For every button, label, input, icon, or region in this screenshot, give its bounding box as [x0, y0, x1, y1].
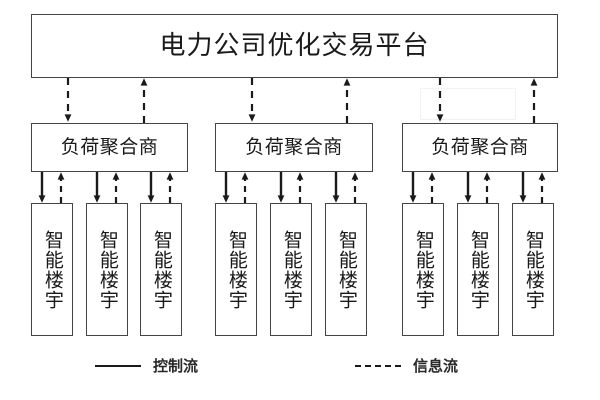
building-node-7-label: 智能楼宇: [412, 229, 435, 310]
aggregator-node-2[interactable]: 负荷聚合商: [215, 123, 373, 172]
aggregator-node-2-label: 负荷聚合商: [245, 136, 343, 158]
building-node-1-label: 智能楼宇: [41, 229, 64, 310]
building-node-4-label: 智能楼宇: [225, 229, 248, 310]
link-aggregator-1-buildings: [38, 172, 174, 203]
link-platform-aggregator-1: [64, 78, 148, 123]
building-node-9[interactable]: 智能楼宇: [512, 203, 554, 336]
link-aggregator-3-buildings: [409, 172, 546, 203]
platform-node[interactable]: 电力公司优化交易平台: [31, 14, 558, 78]
legend-item-control-flow: 控制流: [95, 355, 198, 376]
dashed-line-icon: [355, 364, 401, 367]
aggregator-node-3[interactable]: 负荷聚合商: [402, 123, 558, 172]
legend: 控制流 信息流: [0, 355, 600, 385]
building-node-5[interactable]: 智能楼宇: [270, 203, 312, 336]
legend-item-information-flow-label: 信息流: [413, 357, 459, 375]
building-node-5-label: 智能楼宇: [280, 229, 303, 310]
building-node-6[interactable]: 智能楼宇: [325, 203, 367, 336]
ghost-rectangle-artifact: [420, 88, 516, 120]
building-node-9-label: 智能楼宇: [522, 229, 545, 310]
link-platform-aggregator-2: [248, 78, 351, 123]
building-node-8-label: 智能楼宇: [467, 229, 490, 310]
aggregator-node-3-label: 负荷聚合商: [431, 136, 529, 158]
building-node-2[interactable]: 智能楼宇: [86, 203, 128, 336]
legend-item-information-flow: 信息流: [355, 355, 458, 376]
aggregator-node-1-label: 负荷聚合商: [60, 136, 159, 158]
building-node-7[interactable]: 智能楼宇: [402, 203, 444, 336]
building-node-6-label: 智能楼宇: [335, 229, 358, 310]
building-node-8[interactable]: 智能楼宇: [457, 203, 499, 336]
solid-line-icon: [95, 364, 141, 367]
building-node-2-label: 智能楼宇: [96, 229, 119, 310]
legend-item-control-flow-label: 控制流: [153, 357, 199, 375]
platform-node-label: 电力公司优化交易平台: [159, 31, 430, 61]
building-node-4[interactable]: 智能楼宇: [215, 203, 257, 336]
building-node-3-label: 智能楼宇: [150, 229, 173, 310]
building-node-1[interactable]: 智能楼宇: [31, 203, 73, 336]
building-node-3[interactable]: 智能楼宇: [140, 203, 182, 336]
aggregator-node-1[interactable]: 负荷聚合商: [31, 123, 188, 172]
link-aggregator-2-buildings: [222, 172, 359, 203]
